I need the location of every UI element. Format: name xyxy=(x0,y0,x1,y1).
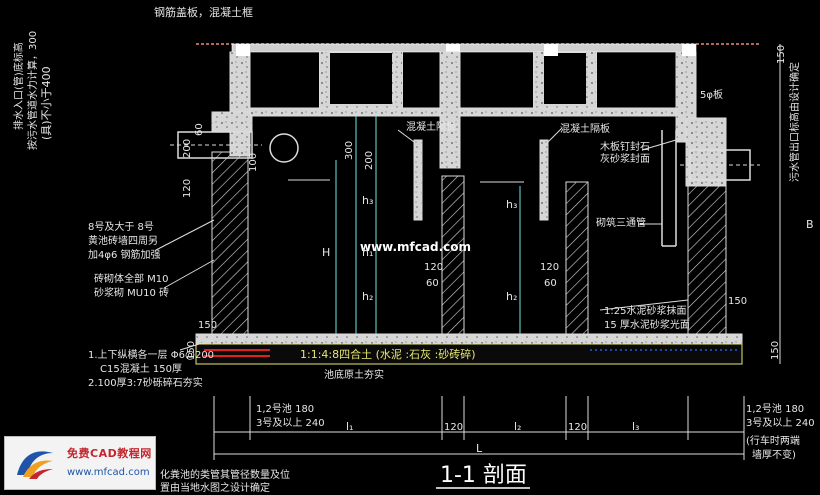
label-right-dim-a: 1,2号池 180 xyxy=(746,402,804,415)
dim-150b: 150 xyxy=(728,296,747,307)
label-left-pipe-note3: (具)不小于400 xyxy=(40,66,53,140)
label-subgrade: 池底原土夯实 xyxy=(324,368,384,381)
label-bottom-small-1: 化粪池的类管其管径数量及位 xyxy=(160,468,290,481)
label-bottom-note-2: C15混凝土 150厚 xyxy=(100,362,182,375)
cover-rib-4 xyxy=(682,44,696,56)
label-foundation-mix: 1:1:4:8四合土 (水泥 :石灰 :砂砖碎) xyxy=(300,347,476,361)
label-plaster-2: 15 厚水泥砂浆光面 xyxy=(604,318,690,331)
logo-title: 免费CAD教程网 xyxy=(67,447,152,460)
dim-h1: h₁ xyxy=(362,246,373,259)
label-partition-2: 混凝土隔板 xyxy=(560,122,610,135)
label-masonry-2: 砂浆砌 MU10 砖 xyxy=(94,286,169,299)
leader-wood xyxy=(641,139,677,151)
logo-swirl-icon xyxy=(17,451,53,479)
dim-h2: h₂ xyxy=(362,290,373,303)
right-cap xyxy=(685,117,727,187)
label-dim-150-right: 150 xyxy=(776,45,787,64)
shaft-frame-left xyxy=(319,51,403,113)
label-rebar-note-1: 8号及大于 8号 xyxy=(88,220,154,233)
partition-wall-1 xyxy=(441,175,465,335)
dim-60a: 60 xyxy=(426,278,439,289)
label-partition-1: 混凝土隔板 xyxy=(406,120,456,133)
tee-pipe xyxy=(661,130,677,247)
dim-L: L xyxy=(476,442,483,455)
dim-l3: l₃ xyxy=(632,420,639,433)
dim-150a: 150 xyxy=(198,320,217,331)
right-outer-wall xyxy=(687,185,727,335)
label-wood-plug2: 灰砂浆封面 xyxy=(600,152,650,165)
shaft-frame-mid-wall-a xyxy=(534,52,544,112)
left-outer-wall xyxy=(211,151,249,335)
baffle-plate-2 xyxy=(539,139,549,221)
dim-150d: 150 xyxy=(186,341,197,360)
label-right-note-2: 墙厚不变) xyxy=(752,448,796,461)
label-left-pipe-note: 排水入口(管)底标高 xyxy=(12,42,25,130)
label-bottom-note-1: 1.上下纵横各一层 Φ6@200 xyxy=(88,348,214,361)
label-plaster-1: 1:25水泥砂浆抹面 xyxy=(604,304,686,317)
dim-l2: l₂ xyxy=(514,420,521,433)
site-logo: 免费CAD教程网 www.mfcad.com xyxy=(4,436,156,490)
dim-120d: 120 xyxy=(568,422,587,433)
cover-rib-1 xyxy=(236,44,250,56)
dim-300: 300 xyxy=(344,141,355,160)
leader-partition-1 xyxy=(397,129,415,143)
label-rebar-note-2: 黄池砖墙四周另 xyxy=(88,234,158,247)
leader-bottom-note xyxy=(179,339,213,351)
partition-top-slab-right xyxy=(459,107,677,117)
leader-plaster xyxy=(599,299,689,311)
watermark-text: www.mfcad.com xyxy=(360,240,471,254)
label-left-dim-b: 3号及以上 240 xyxy=(256,417,325,429)
shaft-frame-left-wall-a xyxy=(320,52,330,112)
cover-slab xyxy=(231,43,697,53)
partition-wall-2 xyxy=(565,181,589,335)
label-top-cover: 钢筋盖板，混凝土框 xyxy=(154,5,253,19)
label-masonry-1: 砖砌体全部 M10 xyxy=(94,272,169,285)
leader-masonry xyxy=(163,259,215,289)
logo-url: www.mfcad.com xyxy=(67,467,150,478)
shaft-frame-left-wall-b xyxy=(392,52,402,112)
dim-h3: h₃ xyxy=(362,194,373,207)
label-wood-plug: 木板钉封石 xyxy=(600,140,650,153)
label-left-dim-a: 1,2号池 180 xyxy=(256,402,314,415)
baffle-plate-1 xyxy=(413,139,423,221)
label-bottom-small-2: 置由当地水图之设计确定 xyxy=(160,481,270,494)
chamber-floor xyxy=(195,333,743,345)
label-outlet-note: 污水管出口标高由设计确定 xyxy=(788,62,801,182)
partition-top-slab-mid xyxy=(439,51,461,169)
dim-120b: 120 xyxy=(540,262,559,273)
section-title: 1-1 剖面 xyxy=(440,463,527,488)
dim-200: 200 xyxy=(182,139,193,158)
leader-partition-2 xyxy=(547,127,563,143)
dim-120-left: 120 xyxy=(182,179,193,198)
dim-60b: 60 xyxy=(544,278,557,289)
dim-h2b: h₂ xyxy=(506,290,517,303)
left-cap xyxy=(211,111,253,133)
dim-60: 60 xyxy=(194,123,205,136)
dim-150c: 150 xyxy=(770,341,781,360)
label-tee-pipe: 砌筑三通管 xyxy=(596,216,646,229)
dim-120c: 120 xyxy=(444,422,463,433)
cover-rib-3 xyxy=(544,44,558,56)
leader-rebar xyxy=(155,219,215,251)
shaft-frame-mid-wall-b xyxy=(586,52,596,112)
partition-top-slab-left xyxy=(249,107,447,117)
label-right-dim-b: 3号及以上 240 xyxy=(746,417,815,429)
label-bottom-note-3: 2.100厚3:7砂砾碎石夯实 xyxy=(88,376,203,389)
left-upper-wall xyxy=(229,51,251,157)
dim-l1: l₁ xyxy=(346,420,353,433)
dim-120a: 120 xyxy=(424,262,443,273)
label-right-note-1: (行车时两端 xyxy=(746,434,800,447)
dim-200b: 200 xyxy=(364,151,375,170)
dim-100: 100 xyxy=(248,153,259,172)
label-five-plate: 5φ板 xyxy=(700,88,723,101)
dim-H: H xyxy=(322,246,330,259)
foundation-mix xyxy=(195,343,743,365)
dim-h3b: h₃ xyxy=(506,198,517,211)
label-rebar-note-3: 加4φ6 钢筋加强 xyxy=(88,248,161,261)
inlet-pipe-circle xyxy=(269,133,299,163)
label-left-pipe-note2: 按污水管道水力计算，300 xyxy=(26,31,39,150)
dim-B: B xyxy=(806,218,814,231)
